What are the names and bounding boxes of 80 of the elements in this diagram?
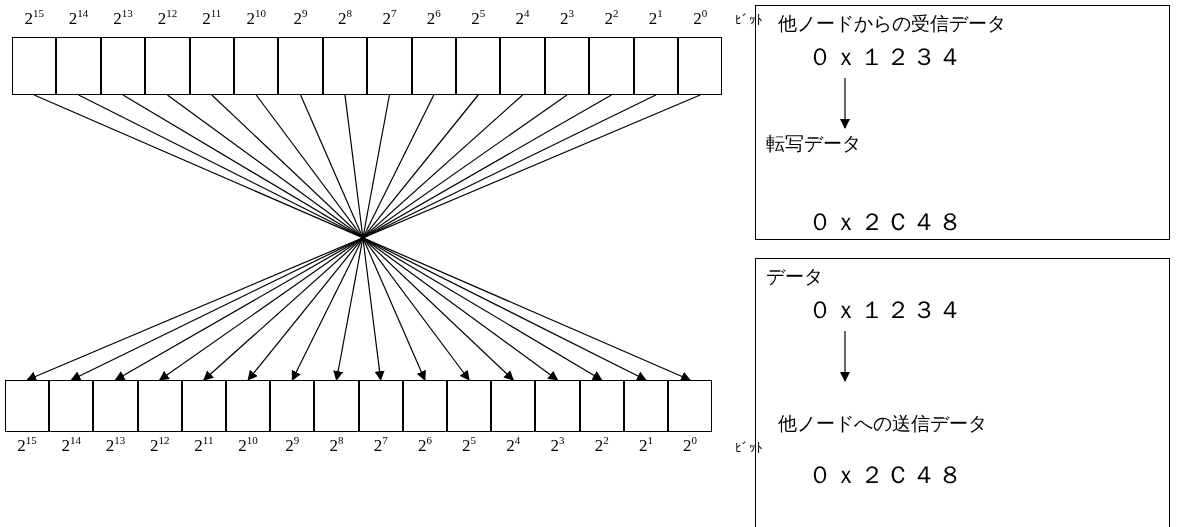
bit-label: 2$^{2}$	[604, 7, 619, 29]
bit-cell	[189, 37, 234, 95]
bit-cell	[93, 380, 138, 432]
panel-box	[755, 258, 1170, 527]
bit-label: 2$^{15}$	[24, 7, 44, 29]
bit-label: 2$^{4}$	[506, 434, 521, 456]
panel-box	[755, 5, 1170, 240]
bit-label: 2$^{8}$	[329, 434, 344, 456]
bit-cell	[491, 380, 536, 432]
bit-label: 2$^{0}$	[683, 434, 698, 456]
bit-cell	[668, 380, 713, 432]
bit-label: 2$^{1}$	[638, 434, 653, 456]
arrow	[840, 330, 850, 382]
bit-cell	[579, 380, 624, 432]
bit-label: 2$^{12}$	[157, 7, 178, 29]
bit-cell	[589, 37, 634, 95]
bit-cell	[5, 380, 50, 432]
bit-cell	[402, 380, 447, 432]
bit-cell	[270, 380, 315, 432]
bit-label: 2$^{14}$	[68, 7, 89, 29]
bit-cell	[49, 380, 94, 432]
bit-cell	[456, 37, 501, 95]
bit-label: 2$^{2}$	[594, 434, 609, 456]
bit-cell	[633, 37, 678, 95]
bit-label: 2$^{7}$	[382, 7, 397, 29]
unit-label: ﾋﾞｯﾄ	[735, 12, 763, 28]
bit-label: 2$^{3}$	[560, 7, 574, 29]
hex-value: ０ｘ２Ｃ４８	[808, 461, 964, 490]
bit-label: 2$^{1}$	[648, 7, 663, 29]
hex-value: ０ｘ１２３４	[808, 43, 964, 72]
hex-value: ０ｘ１２３４	[808, 296, 964, 325]
bit-cell	[411, 37, 456, 95]
unit-label: ﾋﾞｯﾄ	[735, 440, 763, 456]
bit-cell	[234, 37, 279, 95]
bit-cell	[623, 380, 668, 432]
hex-value: ０ｘ２Ｃ４８	[808, 208, 964, 237]
bit-label: 2$^{7}$	[373, 434, 388, 456]
arrow	[344, 94, 385, 381]
bit-label: 2$^{5}$	[462, 434, 477, 456]
bit-label: 2$^{11}$	[202, 7, 222, 29]
bit-label: 2$^{3}$	[550, 434, 565, 456]
bit-label: 2$^{15}$	[17, 434, 37, 456]
arrow	[333, 94, 390, 381]
bit-cell	[100, 37, 146, 95]
bit-cell	[56, 37, 101, 95]
bit-label: 2$^{12}$	[149, 434, 170, 456]
data-caption: 転写データ	[766, 132, 861, 156]
bit-label: 2$^{6}$	[426, 7, 441, 29]
bit-cell	[314, 380, 359, 432]
bit-label: 2$^{8}$	[338, 7, 352, 29]
bit-label: 2$^{9}$	[293, 7, 308, 29]
bit-label: 2$^{5}$	[471, 7, 486, 29]
bit-cell	[447, 380, 492, 432]
bit-cell	[145, 37, 190, 95]
bit-cell	[181, 380, 226, 432]
bit-cell	[226, 380, 271, 432]
bit-label: 2$^{10}$	[238, 434, 258, 456]
data-caption: 他ノードへの送信データ	[778, 412, 987, 436]
bit-cell	[12, 37, 57, 95]
bit-label: 2$^{6}$	[417, 434, 432, 456]
bit-cell	[278, 37, 323, 95]
bit-cell	[137, 380, 182, 432]
bit-label: 2$^{9}$	[285, 434, 300, 456]
data-caption: 他ノードからの受信データ	[778, 12, 1006, 36]
bit-cell	[678, 37, 723, 95]
bit-label: 2$^{0}$	[693, 7, 708, 29]
bit-label: 2$^{10}$	[246, 7, 266, 29]
bit-cell	[358, 380, 403, 432]
bit-label: 2$^{4}$	[515, 7, 530, 29]
data-caption: データ	[766, 265, 823, 289]
bit-label: 2$^{13}$	[113, 7, 133, 29]
bit-cell	[500, 37, 545, 95]
arrow	[840, 77, 850, 129]
bit-cell	[544, 37, 590, 95]
bit-label: 2$^{13}$	[105, 434, 126, 456]
bit-cell	[367, 37, 412, 95]
bit-cell	[535, 380, 580, 432]
bit-label: 2$^{11}$	[194, 434, 214, 456]
bit-label: 2$^{14}$	[61, 434, 82, 456]
bit-cell	[322, 37, 368, 95]
